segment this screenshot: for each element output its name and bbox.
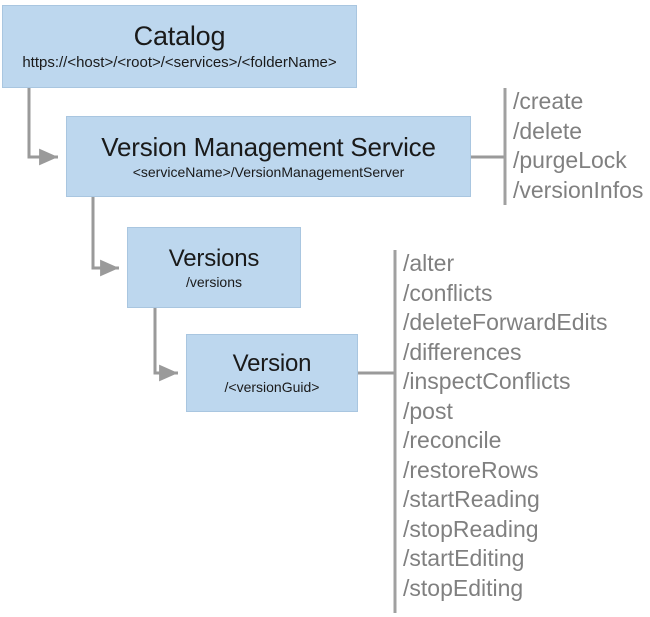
version-operations-list: /alter/conflicts/deleteForwardEdits/diff… — [403, 249, 608, 603]
operation-item[interactable]: /purgeLock — [513, 147, 627, 173]
node-catalog[interactable]: Catalog https://<host>/<root>/<services>… — [2, 5, 357, 88]
operation-item[interactable]: /alter — [403, 250, 455, 276]
operation-item[interactable]: /delete — [513, 117, 583, 144]
operation-item[interactable]: /reconcile — [403, 427, 502, 453]
node-version-management-service-title: Version Management Service — [101, 131, 436, 162]
node-catalog-subtitle: https://<host>/<root>/<services>/<folder… — [22, 53, 337, 71]
operation-item[interactable]: /stopReading — [403, 515, 539, 542]
operation-item[interactable]: /inspectConflicts — [403, 368, 571, 394]
node-versions-subtitle: /versions — [185, 273, 243, 290]
operation-item[interactable]: /post — [403, 397, 453, 424]
node-versions[interactable]: Versions /versions — [127, 227, 301, 308]
bracket-version-operations — [358, 250, 397, 613]
operation-item[interactable]: /stopEditing — [403, 574, 524, 601]
operation-item[interactable]: /conflicts — [403, 279, 493, 306]
operation-item[interactable]: /deleteForwardEdits — [403, 309, 608, 335]
node-version-management-service[interactable]: Version Management Service <serviceName>… — [66, 116, 471, 197]
operation-item[interactable]: /versionInfos — [513, 176, 644, 203]
operation-item[interactable]: /startReading — [403, 486, 540, 512]
node-version-title: Version — [232, 350, 312, 378]
service-operations-list: /create/delete/purgeLock/versionInfos — [513, 87, 643, 205]
node-version-subtitle: /<versionGuid> — [224, 379, 320, 396]
connector-catalog-to-service — [27, 88, 58, 166]
bracket-service-operations — [471, 88, 507, 205]
operation-item[interactable]: /differences — [403, 338, 522, 365]
node-version-management-service-subtitle: <serviceName>/VersionManagementServer — [132, 163, 405, 180]
connector-service-to-versions — [91, 197, 119, 277]
node-catalog-title: Catalog — [133, 21, 226, 52]
operation-item[interactable]: /create — [513, 88, 584, 114]
connector-versions-to-version — [153, 308, 178, 382]
node-versions-title: Versions — [168, 244, 260, 272]
node-version[interactable]: Version /<versionGuid> — [186, 334, 358, 412]
operation-item[interactable]: /restoreRows — [403, 456, 539, 483]
operation-item[interactable]: /startEditing — [403, 545, 525, 571]
